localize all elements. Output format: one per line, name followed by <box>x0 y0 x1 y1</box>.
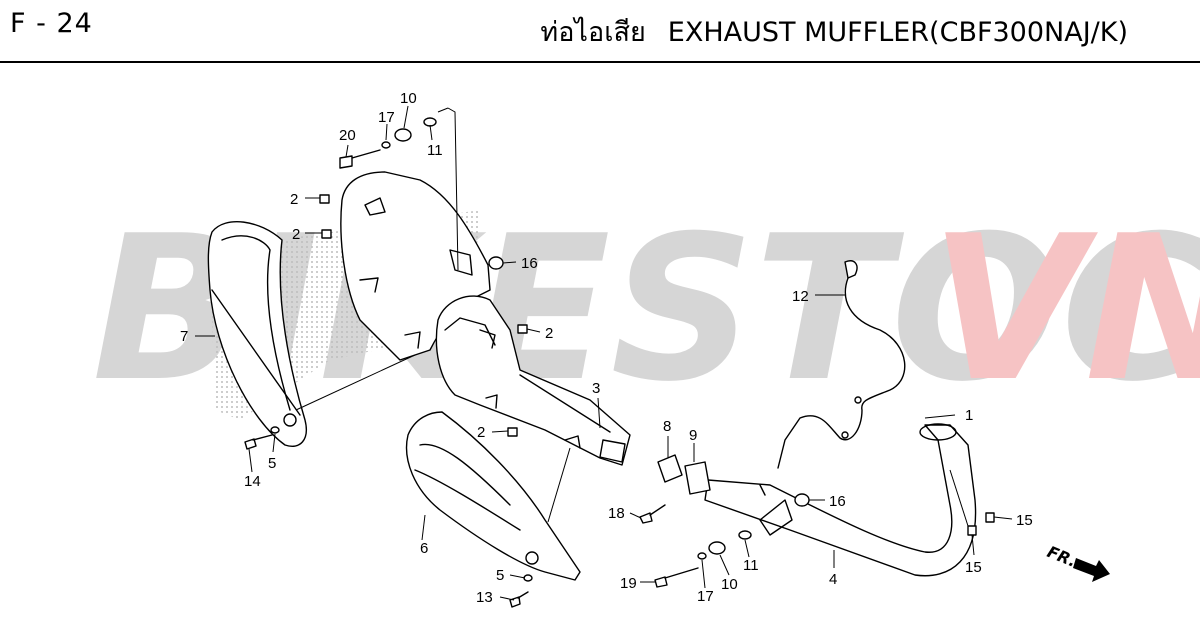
title-divider <box>0 61 1200 63</box>
callout-6: 6 <box>420 540 428 557</box>
callout-2: 2 <box>290 191 298 208</box>
callout-16: 16 <box>521 255 538 272</box>
callout-12: 12 <box>792 288 809 305</box>
heat-shield-left <box>207 221 307 447</box>
callout-17: 17 <box>697 588 714 605</box>
oxygen-sensor <box>777 260 906 469</box>
callout-11: 11 <box>427 142 443 159</box>
callout-5: 5 <box>268 455 276 472</box>
callout-2: 2 <box>477 424 485 441</box>
watermark-red-text: VN <box>930 193 1200 426</box>
callout-20: 20 <box>339 127 356 144</box>
callout-4: 4 <box>829 571 837 588</box>
callout-17: 17 <box>378 109 395 126</box>
page-title: ท่อไอเสีย EXHAUST MUFFLER(CBF300NAJ/K) <box>540 10 1128 53</box>
joint-rubbers <box>657 454 711 495</box>
title-thai: ท่อไอเสีย <box>540 17 646 48</box>
callout-10: 10 <box>721 576 738 593</box>
callout-8: 8 <box>663 418 671 435</box>
callouts: 1 2 2 2 2 3 4 5 5 6 7 8 9 10 10 11 11 12… <box>180 90 1033 606</box>
front-arrow-icon <box>1073 558 1110 582</box>
callout-18: 18 <box>608 505 625 522</box>
callout-3: 3 <box>592 380 600 397</box>
title-english: EXHAUST MUFFLER(CBF300NAJ/K) <box>667 17 1128 48</box>
callout-13: 13 <box>476 589 493 606</box>
page-code: F - 24 <box>10 8 93 39</box>
callout-5: 5 <box>496 567 504 584</box>
callout-9: 9 <box>689 427 697 444</box>
callout-15: 15 <box>1016 512 1033 529</box>
callout-2: 2 <box>545 325 553 342</box>
callout-14: 14 <box>244 473 261 490</box>
callout-16: 16 <box>829 493 846 510</box>
callout-1: 1 <box>965 407 973 424</box>
callout-10: 10 <box>400 90 417 107</box>
callout-15: 15 <box>965 559 982 576</box>
collars-and-nuts <box>270 117 995 582</box>
front-direction-marker: FR. <box>1045 542 1110 582</box>
callout-2: 2 <box>292 226 300 243</box>
callout-11: 11 <box>743 557 759 574</box>
muffler-lower-body <box>435 295 631 466</box>
heat-shield-front <box>405 411 581 581</box>
leader-lines <box>195 105 1013 601</box>
bolts <box>244 149 699 608</box>
callout-19: 19 <box>620 575 637 592</box>
callout-7: 7 <box>180 328 188 345</box>
exhaust-pipe <box>704 423 977 577</box>
